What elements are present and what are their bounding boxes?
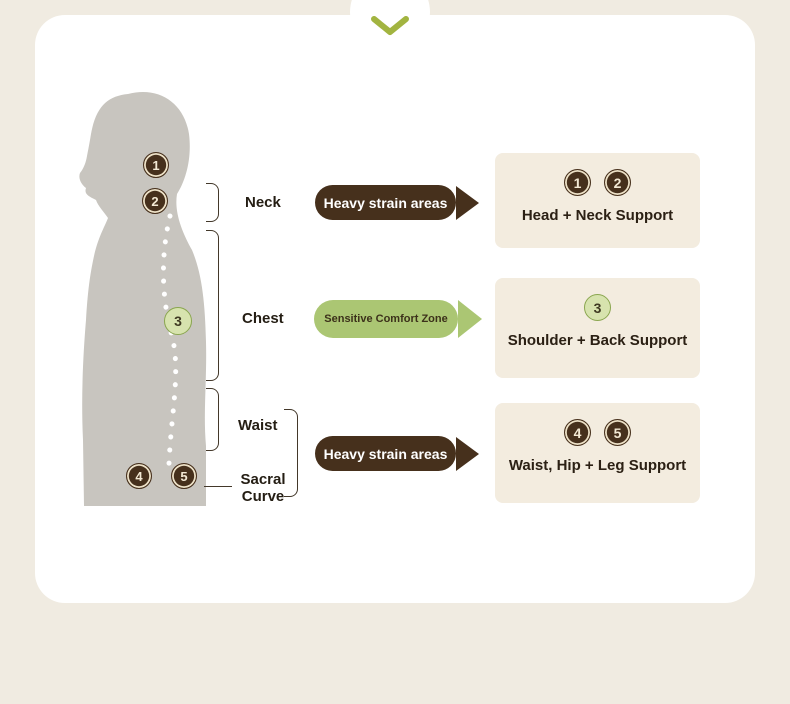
region-label-waist: Waist: [238, 417, 278, 434]
region-label-neck: Neck: [245, 194, 281, 211]
arrow-label: Heavy strain areas: [315, 185, 456, 220]
badge-2: 2: [604, 169, 631, 196]
sensitive-comfort-arrow: Sensitive Comfort Zone: [314, 300, 482, 338]
region-label-sacral-curve: Sacral Curve: [240, 471, 286, 505]
badge-4: 4: [564, 419, 591, 446]
person-silhouette: [79, 91, 207, 506]
support-box-head-neck: 1 2 Head + Neck Support: [495, 153, 700, 248]
body-figure: [78, 88, 210, 506]
support-box-label: Head + Neck Support: [521, 207, 674, 224]
arrow-label: Heavy strain areas: [315, 436, 456, 471]
arrow-head-icon: [458, 300, 482, 338]
badge-5: 5: [604, 419, 631, 446]
chevron-down-icon: [371, 16, 409, 35]
support-box-label: Waist, Hip + Leg Support: [508, 457, 687, 474]
badge-1: 1: [564, 169, 591, 196]
box-badges: 1 2: [564, 169, 631, 196]
waist-bracket: [206, 388, 219, 451]
body-marker-1: 1: [143, 152, 169, 178]
sacral-pointer-line: [204, 486, 232, 487]
support-box-waist-hip-leg: 4 5 Waist, Hip + Leg Support: [495, 403, 700, 503]
waist-sacral-brace: [284, 409, 298, 497]
box-badges: 3: [584, 294, 611, 321]
spine-dotted-line: [160, 213, 179, 467]
heavy-strain-arrow-bottom: Heavy strain areas: [315, 436, 479, 471]
region-label-chest: Chest: [242, 310, 284, 327]
heavy-strain-arrow-top: Heavy strain areas: [315, 185, 479, 220]
arrow-label: Sensitive Comfort Zone: [314, 300, 458, 338]
body-marker-5: 5: [171, 463, 197, 489]
collapse-button[interactable]: [366, 10, 414, 42]
body-marker-4: 4: [126, 463, 152, 489]
body-marker-3: 3: [164, 307, 192, 335]
arrow-head-icon: [456, 185, 479, 220]
body-shape: [79, 91, 207, 506]
support-box-shoulder-back: 3 Shoulder + Back Support: [495, 278, 700, 378]
neck-bracket: [206, 183, 219, 222]
arrow-head-icon: [456, 436, 479, 471]
support-box-label: Shoulder + Back Support: [507, 332, 688, 349]
box-badges: 4 5: [564, 419, 631, 446]
body-marker-2: 2: [142, 188, 168, 214]
chest-bracket: [206, 230, 219, 381]
badge-3: 3: [584, 294, 611, 321]
